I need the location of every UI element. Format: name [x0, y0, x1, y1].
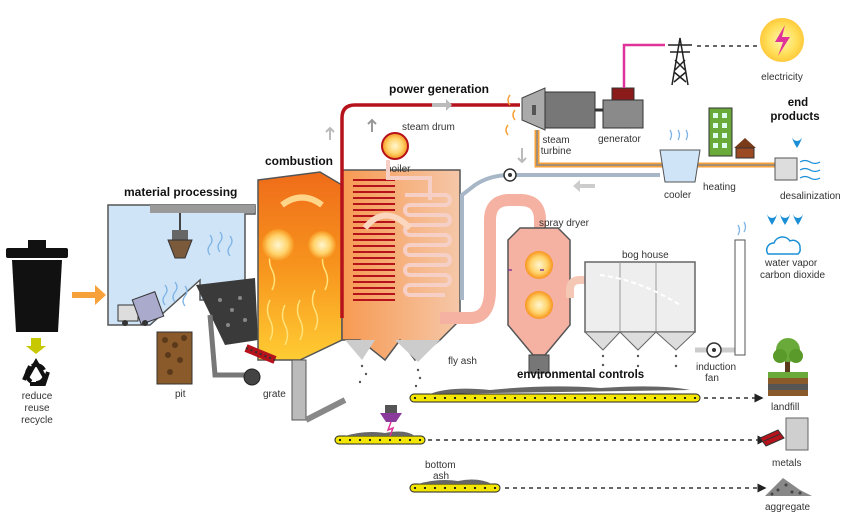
section-end-products-2: products	[770, 111, 819, 123]
heating-building	[708, 107, 733, 157]
drum-feed-pipe	[386, 160, 432, 200]
label-steam-turbine-2: turbine	[541, 146, 572, 157]
pit-waste	[162, 335, 187, 375]
spray-burst-2	[525, 291, 553, 319]
boiler-flow-arrow	[362, 212, 413, 231]
exhaust-down-arrow	[517, 148, 527, 164]
induction-fan-center	[712, 348, 716, 352]
metal-bar-icon	[759, 417, 809, 451]
input-arrow	[72, 285, 106, 305]
label-generator: generator	[598, 134, 641, 145]
combustion-burst-1	[262, 229, 294, 261]
trash-can-icon	[6, 240, 68, 332]
crane-rail	[150, 205, 255, 213]
label-cooler: cooler	[664, 190, 692, 201]
spray-burst-1	[525, 251, 553, 279]
section-power-generation: power generation	[389, 82, 489, 96]
stack-vapor	[737, 221, 747, 236]
label-boiler: boiler	[386, 164, 411, 175]
fly-ash-conveyor	[409, 386, 701, 403]
magnet-separator	[380, 405, 402, 437]
bottom-ash-conveyor	[334, 431, 426, 445]
label-spray-dryer: spray dryer	[539, 218, 590, 229]
flames	[266, 249, 329, 346]
label-metals: metals	[772, 458, 801, 469]
crane-claw	[167, 213, 193, 259]
section-environmental-controls: environmental controls	[517, 369, 644, 381]
water-drops	[767, 213, 803, 225]
generator	[602, 87, 644, 129]
label-electricity: electricity	[761, 72, 803, 83]
label-recycle: recycle	[21, 415, 53, 426]
return-flow-arrow	[573, 180, 595, 192]
bottom-ash-chute	[291, 359, 307, 421]
water-drop-icon	[792, 136, 802, 148]
aggregate-conveyor	[409, 479, 501, 493]
down-arrow-icon	[26, 338, 46, 354]
flue-gas-duct	[440, 194, 546, 324]
feed-pump-center	[508, 173, 512, 177]
ram-wheel	[243, 368, 261, 386]
steam-drum	[381, 132, 409, 160]
steam-flow-arrow	[367, 118, 377, 132]
label-water-vapor: water vapor	[764, 258, 818, 269]
steam-turbine	[505, 87, 596, 136]
combustion-burst-2	[308, 231, 336, 259]
desalinization	[774, 157, 821, 181]
label-induction-fan-2: fan	[705, 373, 719, 384]
ram-feeder	[207, 314, 250, 378]
section-material-processing: material processing	[124, 185, 237, 199]
label-grate: grate	[263, 389, 286, 400]
power-line	[622, 43, 665, 88]
garbage-truck	[117, 291, 165, 326]
label-carbon-dioxide: carbon dioxide	[760, 270, 825, 281]
hopper-waste	[218, 296, 247, 327]
falling-ash	[358, 354, 678, 388]
label-bottom-ash-1: bottom	[425, 460, 456, 471]
label-aggregate: aggregate	[765, 502, 810, 513]
cloud-icon	[766, 236, 801, 255]
gas-flow-arrow	[280, 194, 324, 208]
label-heating: heating	[703, 182, 736, 193]
spray-dryer	[507, 227, 571, 374]
economizer-coils	[403, 193, 452, 297]
steam-pipe	[340, 103, 520, 318]
grate-bars	[245, 347, 276, 361]
pylon-icon	[668, 37, 692, 86]
bag-house	[583, 261, 697, 351]
recycle-icon	[22, 357, 50, 386]
label-steam-drum: steam drum	[402, 122, 455, 133]
material-processing-hall	[107, 204, 261, 386]
feed-hopper	[196, 278, 258, 345]
label-pit: pit	[175, 389, 186, 400]
label-bag-house: bog house	[622, 250, 669, 261]
landfill-layers	[768, 372, 808, 396]
label-desalinization: desalinization	[780, 191, 841, 202]
heating-house	[734, 138, 756, 159]
section-combustion: combustion	[265, 154, 333, 168]
steam-up-arrow	[325, 126, 335, 140]
fly-ash-hoppers	[345, 340, 440, 362]
gravel-icon	[765, 478, 812, 496]
label-reduce: reduce	[22, 391, 53, 402]
boiler	[341, 169, 461, 362]
label-fly-ash: fly ash	[448, 356, 477, 367]
label-reuse: reuse	[24, 403, 49, 414]
superheater-coils	[353, 179, 395, 301]
label-landfill: landfill	[771, 402, 799, 413]
exhaust-stack	[734, 239, 746, 356]
ash-incline-conveyor	[304, 397, 347, 423]
hall-vapor	[162, 231, 233, 307]
dryer-to-baghouse-duct	[566, 276, 590, 298]
power-flow-arrow	[432, 99, 452, 111]
label-steam-turbine-1: steam	[542, 135, 569, 146]
section-end-products-1: end	[788, 97, 808, 109]
cooler	[659, 129, 701, 183]
combustion-chamber	[244, 171, 343, 421]
tree-icon	[773, 338, 803, 372]
label-induction-fan-1: induction	[696, 362, 736, 373]
lightning-icon	[775, 25, 790, 56]
label-bottom-ash-2: ash	[433, 471, 449, 482]
